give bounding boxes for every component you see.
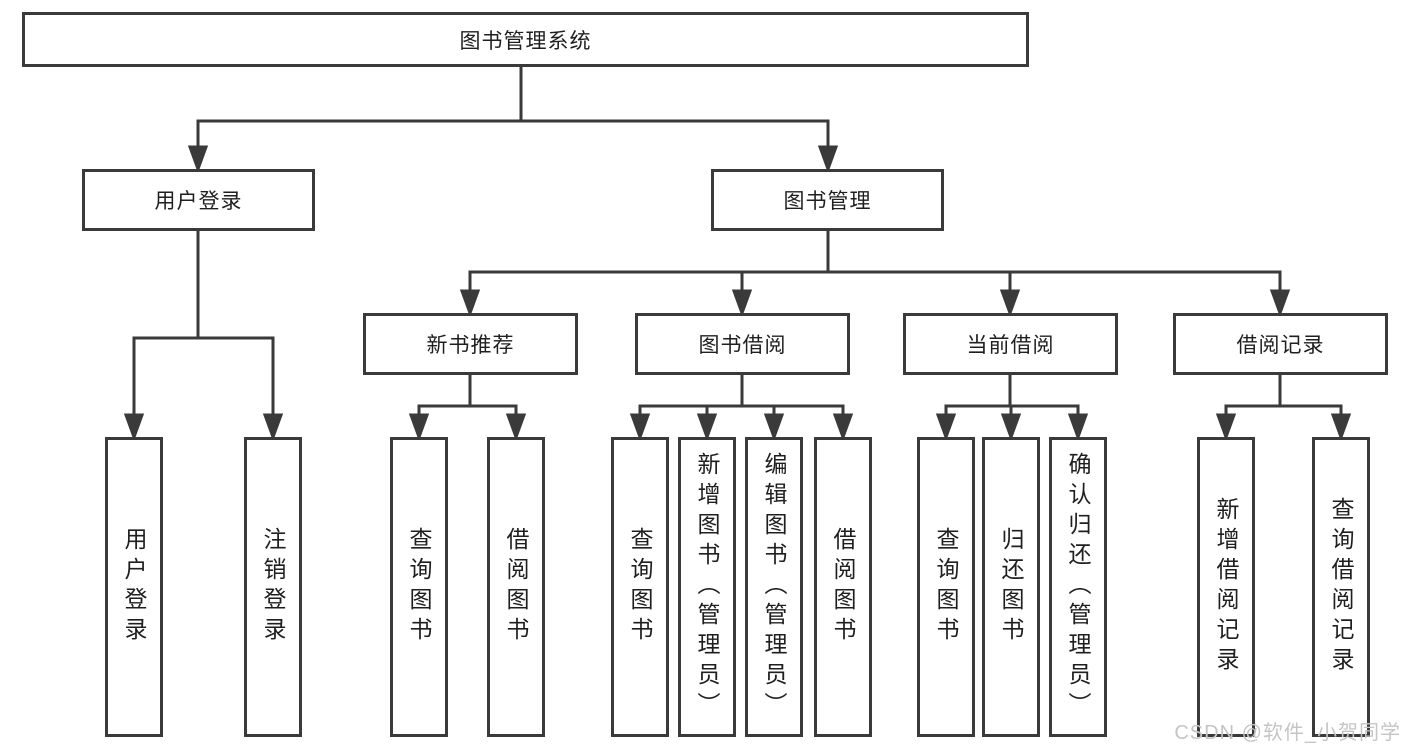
node-label: 用户登录 <box>154 190 243 213</box>
leaf-user-login: 用户登录 <box>105 437 163 737</box>
node-label: 借阅记录 <box>1236 334 1325 357</box>
node-new-book-recommend: 新书推荐 <box>363 313 578 375</box>
node-label: 确认归还（管理员） <box>1065 452 1091 722</box>
node-label: 新书推荐 <box>426 334 515 357</box>
arrowhead <box>1215 413 1237 442</box>
arrowhead <box>832 413 854 442</box>
arrowhead <box>1067 413 1089 442</box>
node-label: 新增图书（管理员） <box>694 452 720 722</box>
node-label: 查询借阅记录 <box>1328 497 1354 677</box>
leaf-return-books: 归还图书 <box>982 437 1040 737</box>
arrowhead <box>262 413 284 442</box>
node-label: 归还图书 <box>998 527 1024 647</box>
leaf-add-borrow-record: 新增借阅记录 <box>1197 437 1255 737</box>
leaf-borrow-books: 借阅图书 <box>814 437 872 737</box>
arrowhead <box>408 413 430 442</box>
leaf-query-books: 查询图书 <box>611 437 669 737</box>
node-current-borrow: 当前借阅 <box>903 313 1118 375</box>
arrowhead <box>817 145 839 174</box>
node-label: 注销登录 <box>260 527 286 647</box>
arrowhead <box>123 413 145 442</box>
watermark: CSDN @软件_小贺同学 <box>1174 722 1401 744</box>
arrowhead <box>459 289 481 318</box>
arrowhead <box>1000 413 1022 442</box>
node-label: 借阅图书 <box>503 527 529 647</box>
arrowhead <box>731 289 753 318</box>
node-label: 图书管理系统 <box>459 29 592 53</box>
node-label: 查询图书 <box>627 527 653 647</box>
arrowhead <box>187 145 209 174</box>
node-root: 图书管理系统 <box>22 12 1029 67</box>
leaf-confirm-return-admin: 确认归还（管理员） <box>1049 437 1107 737</box>
node-label: 编辑图书（管理员） <box>761 452 787 722</box>
leaf-query-books: 查询图书 <box>917 437 975 737</box>
node-label: 借阅图书 <box>830 527 856 647</box>
leaf-add-books-admin: 新增图书（管理员） <box>678 437 736 737</box>
leaf-query-borrow-record: 查询借阅记录 <box>1312 437 1370 737</box>
node-label: 查询图书 <box>406 527 432 647</box>
node-book-borrow: 图书借阅 <box>635 313 850 375</box>
leaf-logout: 注销登录 <box>244 437 302 737</box>
leaf-query-books: 查询图书 <box>390 437 448 737</box>
arrowhead <box>763 413 785 442</box>
leaf-edit-books-admin: 编辑图书（管理员） <box>745 437 803 737</box>
arrowhead <box>1330 413 1352 442</box>
node-borrow-records: 借阅记录 <box>1173 313 1388 375</box>
arrowhead <box>696 413 718 442</box>
arrowhead <box>505 413 527 442</box>
node-label: 当前借阅 <box>966 334 1055 357</box>
node-user-login: 用户登录 <box>82 169 315 231</box>
node-label: 用户登录 <box>121 527 147 647</box>
node-label: 查询图书 <box>933 527 959 647</box>
node-label: 图书借阅 <box>698 334 787 357</box>
leaf-borrow-books: 借阅图书 <box>487 437 545 737</box>
node-label: 图书管理 <box>783 190 872 213</box>
arrowhead <box>935 413 957 442</box>
node-book-management: 图书管理 <box>711 169 944 231</box>
arrowhead <box>629 413 651 442</box>
node-label: 新增借阅记录 <box>1213 497 1239 677</box>
arrowhead <box>1269 289 1291 318</box>
arrowhead <box>999 289 1021 318</box>
